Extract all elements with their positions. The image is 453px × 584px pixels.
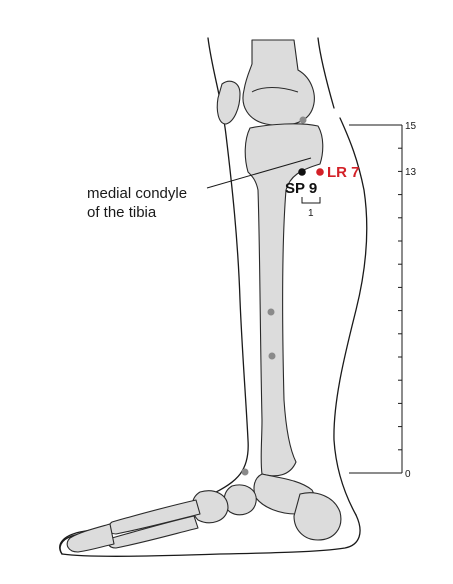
annotation-line-2: of the tibia <box>87 204 157 221</box>
annotation-leader-line <box>206 157 312 189</box>
reference-dot <box>299 116 307 124</box>
navicular-bone <box>223 484 257 516</box>
calcaneus-bone <box>293 492 342 541</box>
lr7-point-dot <box>316 168 324 176</box>
scale-minor-ticks <box>398 124 402 474</box>
leg-outline-anterior <box>333 117 368 516</box>
sp9-point-dot <box>298 168 306 176</box>
cun-bracket-label: 1 <box>308 208 314 219</box>
reference-dot <box>267 308 275 316</box>
scale-tick-label-13: 13 <box>405 167 417 178</box>
scale-tick-label-0: 0 <box>405 469 411 480</box>
scale-tick-label-15: 15 <box>405 121 417 132</box>
fibula-head-bone <box>216 80 241 125</box>
leg-outline-sole <box>61 514 361 557</box>
femur-bone <box>242 39 315 127</box>
tibia-bone <box>244 123 324 477</box>
reference-dot <box>241 468 249 476</box>
leg-outline-thigh <box>317 37 335 109</box>
femur-condyle-line <box>251 87 299 93</box>
reference-dot <box>268 352 276 360</box>
lr7-point-label: LR 7 <box>327 164 360 181</box>
toe-phalanges <box>66 523 115 553</box>
cun-bracket <box>301 197 321 204</box>
annotation-line-1: medial condyle <box>87 185 187 202</box>
sp9-point-label: SP 9 <box>285 180 317 197</box>
measurement-scale: 15 13 0 <box>349 121 417 480</box>
